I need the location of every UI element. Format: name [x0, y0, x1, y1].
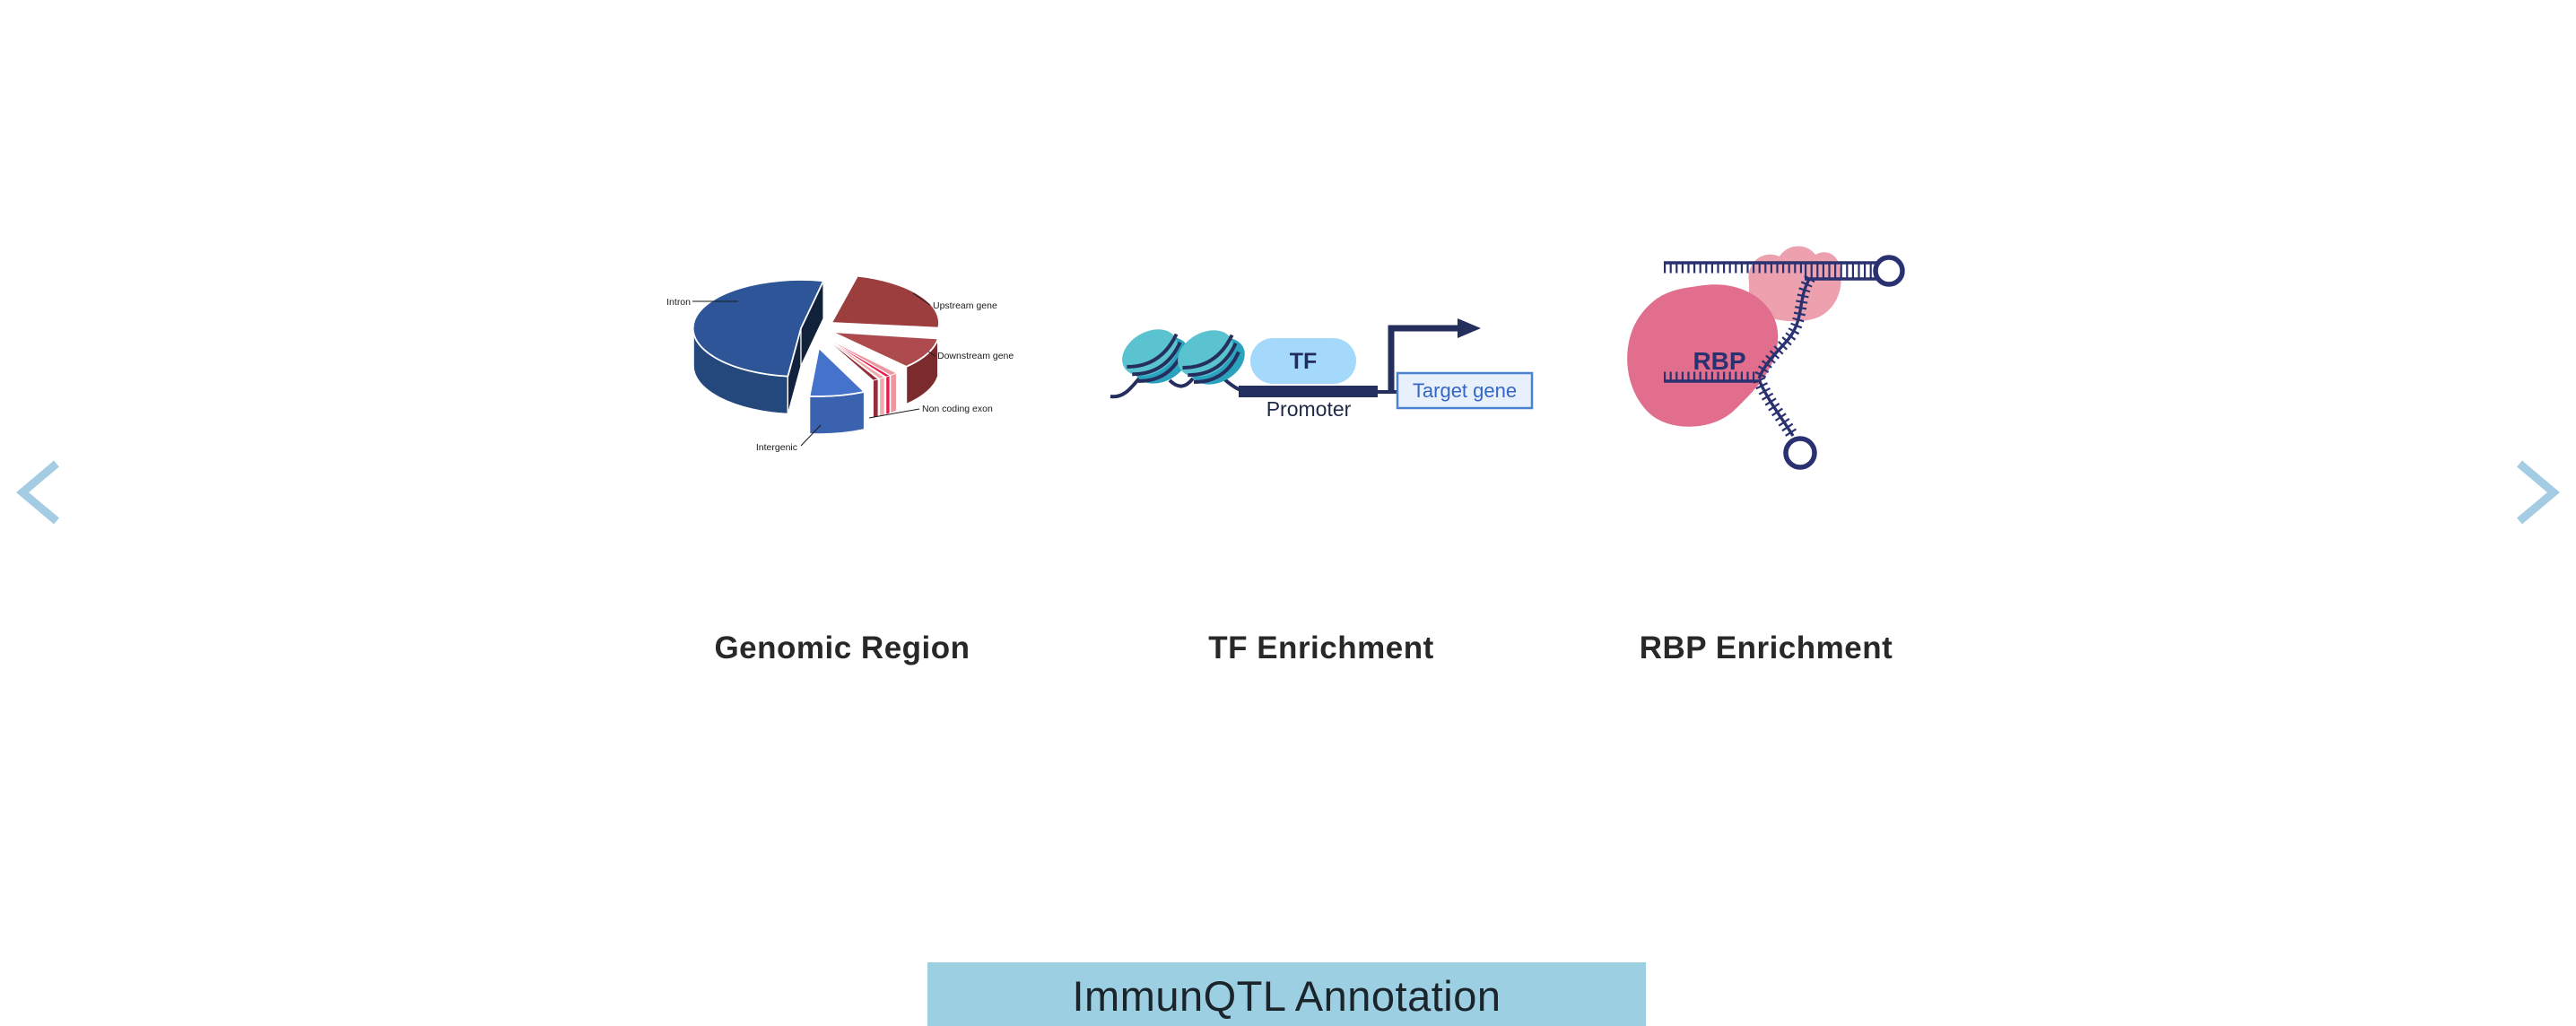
- pie-slice-non-coding-exon: [823, 336, 898, 419]
- target-gene-label: Target gene: [1413, 379, 1517, 402]
- pie-label-upstream-gene: Upstream gene: [933, 300, 997, 311]
- slide-title-tf-enrichment: TF Enrichment: [1208, 630, 1434, 665]
- target-gene-box: [1396, 371, 1534, 410]
- carousel-prev-button[interactable]: [7, 453, 70, 534]
- pie-slice-downstream-gene: [831, 331, 939, 406]
- rbp-label: RBP: [1693, 347, 1745, 375]
- promoter-label: Promoter: [1266, 397, 1352, 421]
- dna-strand-link: [1168, 377, 1195, 388]
- promoter-bar: [1239, 386, 1378, 397]
- banner-label: ImmunQTL Annotation: [1072, 972, 1501, 1020]
- pie-label-intergenic: Intergenic: [756, 442, 797, 453]
- tf-pill-label: TF: [1290, 349, 1318, 374]
- rna-strand: [1664, 255, 1905, 470]
- tf-enrichment-diagram: TF Promoter Target gene: [1110, 318, 1534, 421]
- genomic-region-pie-chart: Intron Upstream gene Downstream gene Non…: [666, 274, 1014, 453]
- tf-pill: [1250, 338, 1356, 384]
- dna-strand-tail: [1110, 377, 1141, 399]
- chevron-right-icon: [2517, 460, 2560, 524]
- nucleosome-icon: [1122, 329, 1189, 384]
- pie-callout-labels: Intron Upstream gene Downstream gene Non…: [666, 292, 1014, 453]
- pie-slice-intergenic: [808, 347, 866, 435]
- chevron-left-icon: [16, 460, 59, 524]
- transcription-arrowhead: [1458, 318, 1481, 338]
- pie-label-downstream-gene: Downstream gene: [937, 351, 1014, 361]
- slide-title-genomic-region: Genomic Region: [714, 630, 970, 665]
- pie-slice-intron: [692, 279, 824, 415]
- carousel-next-button[interactable]: [2506, 453, 2569, 534]
- nucleosome-icon: [1178, 330, 1245, 385]
- rbp-protein-blob: [1627, 284, 1779, 427]
- rbp-enrichment-diagram: RBP: [1627, 246, 1905, 470]
- pie-label-intron: Intron: [666, 297, 691, 308]
- pie-label-non-coding-exon: Non coding exon: [922, 404, 993, 414]
- immunqtl-annotation-banner: ImmunQTL Annotation: [927, 962, 1646, 1026]
- transcription-arrow: [1388, 325, 1460, 392]
- slide-title-rbp-enrichment: RBP Enrichment: [1639, 630, 1893, 665]
